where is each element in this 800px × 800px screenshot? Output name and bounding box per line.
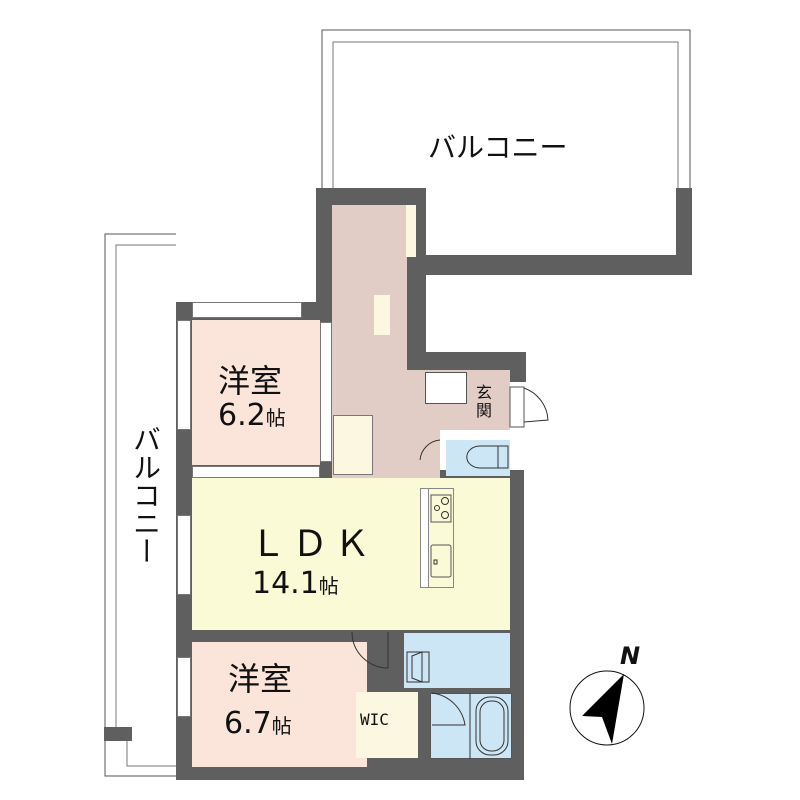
window[interactable] xyxy=(192,302,302,318)
room-name: 洋室 xyxy=(218,362,283,400)
room-size-value: 6.7 xyxy=(224,706,272,741)
ldk xyxy=(192,478,510,630)
wic-label: WIC xyxy=(360,710,389,729)
room-size-unit: 帖 xyxy=(271,714,292,738)
shoe-closet xyxy=(374,295,390,335)
entrance-label: 玄関 xyxy=(476,383,493,420)
stair-closet xyxy=(333,415,373,475)
western-room-2 xyxy=(192,642,342,767)
room-size: 14.1帖 xyxy=(252,566,339,601)
washroom xyxy=(430,633,510,688)
room-size: 6.2帖 xyxy=(218,398,286,433)
compass-north-label: N xyxy=(620,642,641,670)
shoe-cabinet xyxy=(425,372,467,404)
room-name: 洋室 xyxy=(228,660,293,698)
closet xyxy=(406,205,416,257)
room-size-unit: 帖 xyxy=(318,574,339,598)
western-room-1 xyxy=(192,320,320,465)
window[interactable] xyxy=(177,657,191,717)
kitchen-counter xyxy=(428,488,454,588)
room-size: 6.7帖 xyxy=(224,706,292,741)
window[interactable] xyxy=(192,466,320,478)
room-size-unit: 帖 xyxy=(265,406,286,430)
window[interactable] xyxy=(177,515,191,595)
window[interactable] xyxy=(177,320,191,430)
bathroom xyxy=(430,693,512,759)
balcony-label-left: バルコニー xyxy=(129,425,162,565)
balcony-post xyxy=(104,727,132,741)
wall-block xyxy=(370,255,692,275)
balcony-label-top: バルコニー xyxy=(428,131,568,164)
room-size-value: 14.1 xyxy=(252,566,319,601)
wic xyxy=(356,692,418,758)
room-size-value: 6.2 xyxy=(218,398,266,433)
hall-lower xyxy=(382,430,440,478)
wall-block xyxy=(676,188,692,275)
room-name: ＬＤＫ xyxy=(250,524,377,565)
window[interactable] xyxy=(320,322,332,462)
